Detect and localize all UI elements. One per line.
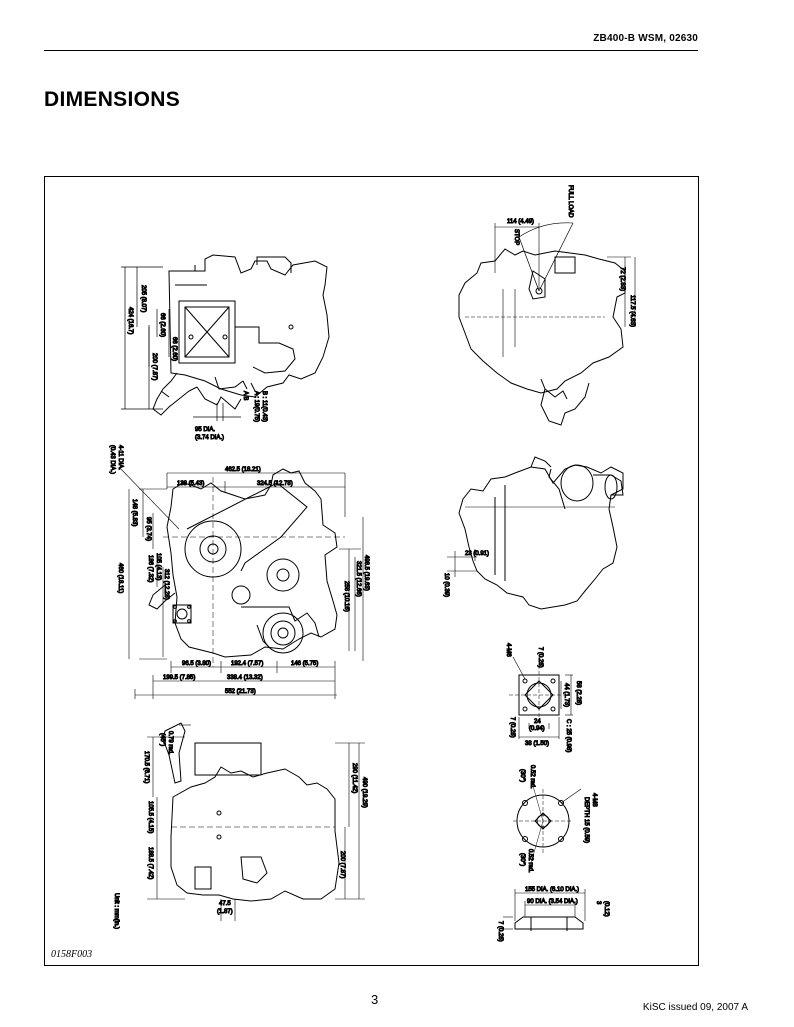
rad-label-2: 0.52 rad. bbox=[527, 849, 533, 873]
stop-label: STOP bbox=[513, 229, 519, 245]
dim-188: 188.5 (7.42) bbox=[147, 847, 153, 879]
dim-ab: A B bbox=[242, 391, 248, 400]
dim-490: 490 (19.29) bbox=[361, 777, 367, 808]
dim-462: 462.5 (18.21) bbox=[225, 467, 261, 473]
dim-258: 258 (10.16) bbox=[343, 581, 349, 612]
dim-186: 186 (7.32) bbox=[147, 555, 153, 582]
engine-drawings: 205 (8.07) 424 (16.7) 200 (7.87) 66 (2.6… bbox=[109, 185, 636, 943]
page-title: DIMENSIONS bbox=[44, 88, 181, 111]
dim-38: 38 (1.50) bbox=[525, 741, 549, 747]
m6-label: 4-M6 bbox=[505, 643, 511, 657]
side-view-bottom-left bbox=[147, 722, 365, 921]
top-view-middle-left bbox=[118, 466, 364, 699]
dim-90: 90 DIA. (3.54 DIA.) bbox=[527, 899, 578, 905]
dim-95b: 95 (3.74) bbox=[145, 517, 151, 541]
full-load-label: FULL LOAD bbox=[567, 185, 573, 218]
dim-192: 192.4 (7.57) bbox=[231, 661, 263, 667]
dimension-drawing: 205 (8.07) 424 (16.7) 200 (7.87) 66 (2.6… bbox=[44, 176, 699, 966]
dim-44: 44 (1.73) bbox=[563, 683, 569, 707]
dim-321: 321.5 (12.66) bbox=[355, 561, 361, 597]
holes-label-in: (0.43 DIA.) bbox=[109, 445, 115, 474]
dim-24: 24 bbox=[534, 719, 541, 725]
dim-10: 10 (0.39) bbox=[443, 573, 449, 597]
dim-96: 96.5 (3.80) bbox=[182, 661, 211, 667]
dim-146: 146 (5.75) bbox=[291, 661, 318, 667]
depth-label: DEPTH 15 (0.59) bbox=[583, 797, 589, 843]
dim-290: 290 (11.42) bbox=[351, 763, 357, 793]
side-view-top-left bbox=[121, 254, 330, 421]
dim-a-val: A : 19(0.75) bbox=[253, 391, 259, 422]
document-id: ZB400-B WSM, 02630 bbox=[593, 33, 698, 44]
dim-114: 114 (4.49) bbox=[507, 219, 534, 225]
dim-148: 148 (5.83) bbox=[131, 499, 137, 526]
dim-105: 105 (4.13) bbox=[155, 553, 161, 580]
dim-47-in: (1.87) bbox=[217, 909, 233, 915]
flange-detail-round bbox=[513, 778, 582, 864]
dim-95-dia-in: (3.74 DIA.) bbox=[195, 435, 224, 441]
dim-7c: 7 (0.28) bbox=[497, 921, 503, 942]
page-number: 3 bbox=[371, 992, 379, 1007]
dim-338: 338.4 (13.32) bbox=[227, 675, 263, 681]
dim-7a: 7 (0.28) bbox=[537, 647, 543, 668]
dim-7b: 7 (0.28) bbox=[509, 717, 515, 738]
dim-138: 138 (5.43) bbox=[177, 481, 204, 487]
flange-detail-square bbox=[509, 656, 573, 739]
dim-58: 58 (2.28) bbox=[575, 681, 581, 705]
dim-25: C : 25 (0.98) bbox=[565, 719, 571, 752]
dim-23: 23 (0.91) bbox=[465, 551, 489, 557]
unit-note: Unit : mm(in.) bbox=[113, 893, 119, 929]
dim-424: 424 (16.7) bbox=[127, 307, 133, 334]
dim-552: 552 (21.73) bbox=[225, 689, 256, 695]
side-view-top-right bbox=[458, 222, 636, 426]
deg-label-2: (30°) bbox=[519, 853, 525, 866]
dim-205: 205 (8.07) bbox=[140, 285, 146, 312]
dim-460: 460 (18.11) bbox=[117, 563, 123, 593]
header-rule bbox=[44, 50, 698, 51]
dim-105b: 105.5 (4.15) bbox=[147, 801, 153, 833]
dim-3: 3 bbox=[595, 901, 601, 905]
dim-117: 117.5 (4.63) bbox=[629, 295, 635, 327]
dim-47: 47.5 bbox=[219, 901, 231, 907]
dim-b-val: B : 11(0.43) bbox=[261, 391, 267, 422]
dim-3-in: (0.12) bbox=[603, 901, 609, 917]
front-view-middle-right bbox=[447, 456, 624, 610]
deg-label: (30°) bbox=[519, 769, 525, 782]
dim-199: 199.5 (7.85) bbox=[163, 675, 195, 681]
dim-66a: 66 (2.60) bbox=[159, 313, 165, 337]
dim-498: 498.5 (19.63) bbox=[363, 555, 369, 591]
dim-312: 312 (12.28) bbox=[163, 569, 169, 600]
dim-72: 72 (2.83) bbox=[619, 267, 625, 291]
dim-95-dia: 95 DIA. bbox=[195, 427, 215, 433]
dim-200: 200 (7.87) bbox=[151, 353, 157, 380]
figure-id: 0158F003 bbox=[51, 949, 93, 960]
rad-label: 0.52 rad. bbox=[529, 765, 535, 789]
dim-24-in: (0.94) bbox=[529, 726, 545, 732]
dim-200b: 200 (7.87) bbox=[339, 851, 345, 878]
footer-issue: KiSC issued 09, 2007 A bbox=[642, 1002, 748, 1013]
dim-155: 155 DIA. (6.10 DIA.) bbox=[525, 887, 579, 893]
m8-label: 4-M8 bbox=[591, 793, 597, 807]
holes-label: 4-11 DIA. bbox=[117, 445, 123, 470]
rad-label-3: 0.79 rad. bbox=[167, 731, 173, 755]
flange-side-view bbox=[503, 889, 586, 931]
dim-170: 170.5 (6.71) bbox=[143, 751, 149, 783]
dim-66b: 66 (2.60) bbox=[171, 337, 177, 361]
deg-label-3: (45°) bbox=[159, 733, 165, 746]
dim-324: 324.5 (12.78) bbox=[257, 481, 293, 487]
